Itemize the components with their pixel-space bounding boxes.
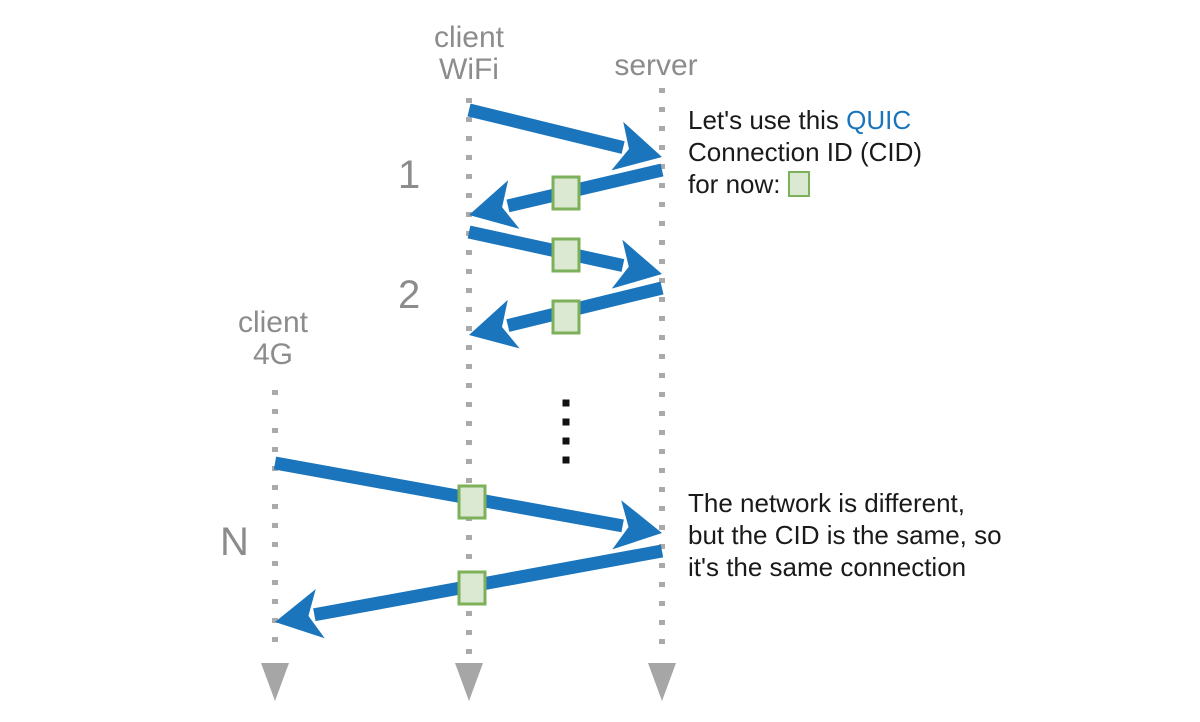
ellipsis-dot-2 — [562, 418, 570, 426]
note-text: it's the same connection — [688, 552, 967, 583]
round-1-label: 1 — [398, 153, 421, 197]
lifeline-client-4g — [261, 390, 289, 701]
lane-label-line-1: client — [237, 306, 309, 339]
note-cid-assign-line-3: for now: — [688, 168, 922, 200]
note-migration-line-2: but the CID is the same, so — [688, 519, 1002, 551]
lifeline-server — [648, 88, 676, 701]
arrow-head — [275, 589, 325, 639]
arrow-shaft — [506, 163, 664, 213]
lifeline-end-arrowhead — [261, 663, 289, 701]
arrow-shaft — [506, 281, 664, 332]
message-msg-2-request — [467, 225, 662, 289]
note-text: but the CID is the same, so — [688, 520, 1002, 551]
note-text: Let's use this — [688, 105, 847, 135]
cid-legend-square — [787, 171, 810, 198]
arrow-head — [612, 500, 662, 550]
note-text: for now: — [688, 169, 788, 200]
messages-group — [273, 103, 664, 639]
message-msg-1-request — [467, 103, 662, 171]
lane-label-server: server — [546, 49, 766, 82]
lane-label-line-1: server — [614, 49, 698, 82]
cid-marker-square — [551, 175, 581, 211]
lane-label-line-2: WiFi — [439, 53, 499, 87]
lane-label-line-2: 4G — [252, 338, 294, 372]
cid-marker-square — [457, 570, 487, 606]
note-migration: The network is different,but the CID is … — [688, 487, 1002, 584]
cid-marker-square — [457, 484, 487, 520]
ellipsis-dot-3 — [562, 437, 570, 445]
message-msg-n-request — [273, 456, 662, 550]
note-migration-line-3: it's the same connection — [688, 551, 1002, 583]
note-text: The network is different, — [688, 488, 965, 518]
round-n-label: N — [220, 520, 249, 564]
arrow-head — [611, 239, 662, 289]
arrow-head — [469, 299, 520, 349]
message-msg-2-response — [469, 281, 664, 349]
message-msg-n-response — [275, 544, 664, 639]
arrow-shaft — [467, 103, 625, 154]
arrow-shaft — [467, 225, 625, 272]
note-accent-term: QUIC — [846, 105, 912, 135]
note-cid-assign-line-2: Connection ID (CID) — [688, 136, 922, 168]
ellipsis-dot-4 — [562, 456, 570, 464]
lifeline-end-arrowhead — [455, 663, 483, 701]
lane-label-line-1: client — [433, 21, 505, 54]
round-2-label: 2 — [398, 273, 421, 317]
ellipsis-dot-1 — [562, 399, 570, 407]
arrow-shaft — [273, 456, 624, 533]
lifeline-end-arrowhead — [648, 663, 676, 701]
lifeline-client-wifi — [455, 98, 483, 701]
cid-marker-square — [551, 299, 581, 335]
vertical-ellipsis — [562, 399, 570, 464]
arrow-head — [469, 180, 520, 229]
message-msg-1-response — [469, 163, 664, 229]
arrow-head — [611, 121, 662, 171]
note-cid-assign-line-1: Let's use this QUIC — [688, 104, 922, 136]
note-migration-line-1: The network is different, — [688, 487, 1002, 519]
note-text: Connection ID (CID) — [688, 137, 923, 168]
arrow-shaft — [313, 544, 664, 622]
lifelines-group — [261, 88, 676, 701]
cid-marker-square — [551, 237, 581, 273]
